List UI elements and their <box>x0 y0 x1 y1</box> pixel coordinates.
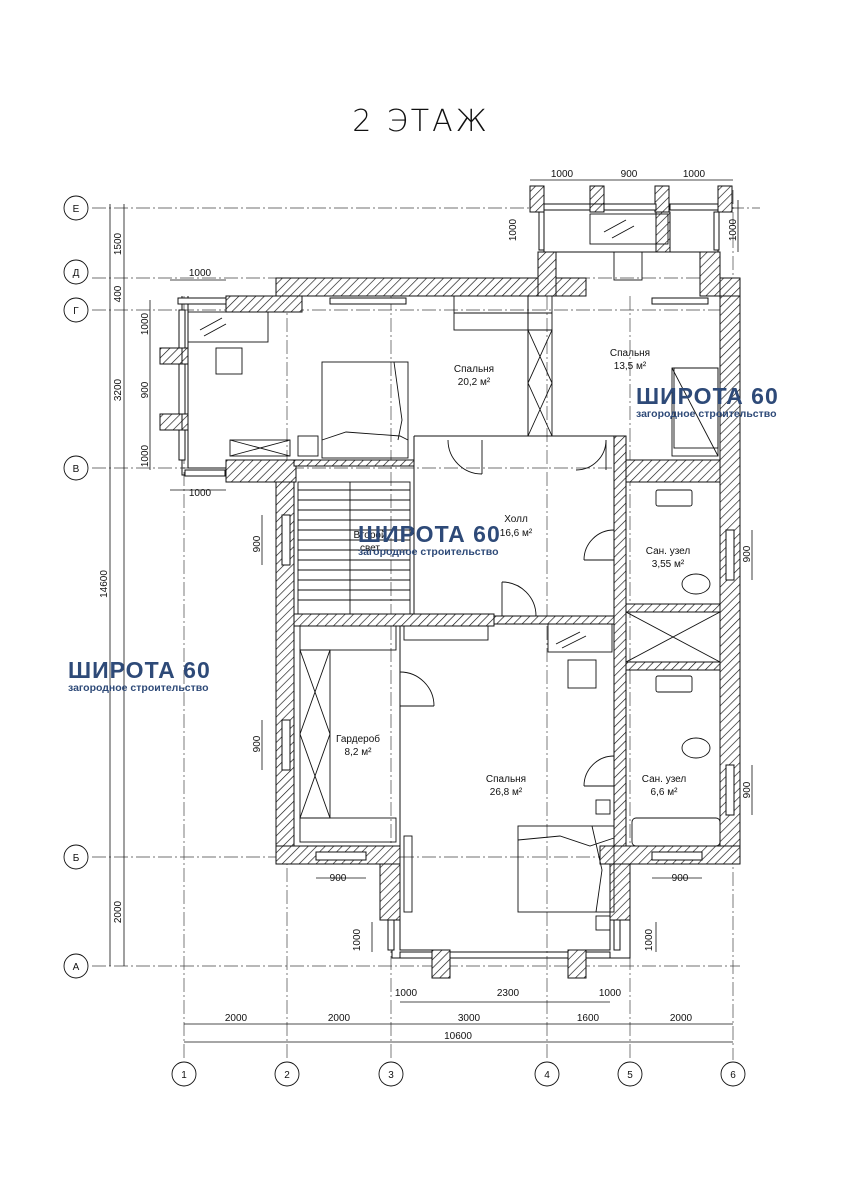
dim-bottom-2: 2000 <box>328 1013 351 1024</box>
grid-bubble-labels: Е Д Г В Б А 1 2 3 4 5 6 <box>73 204 737 1081</box>
dim-bottom-window-2: 900 <box>672 873 689 884</box>
grid-bubbles <box>63 195 746 1087</box>
room-area-bathroom-1: 3,55 м² <box>652 559 685 570</box>
room-name-bedroom-3: Спальня <box>486 774 526 785</box>
watermark-1: ШИРОТА 60 загородное строительство <box>636 384 779 420</box>
room-name-bedroom-2: Спальня <box>610 348 650 359</box>
axis-label-v-5: 5 <box>627 1070 633 1081</box>
dim-left-bay-bottom: 1000 <box>189 488 212 499</box>
page-title: 2 ЭТАЖ <box>352 104 490 139</box>
axis-label-h-5: Б <box>73 853 80 864</box>
dim-top-2: 900 <box>621 169 638 180</box>
dim-bottom-bay-v-2: 1000 <box>644 928 655 951</box>
axis-label-v-1: 1 <box>181 1070 187 1081</box>
dim-left-total: 14600 <box>99 570 110 598</box>
dim-bottom-window-1: 900 <box>330 873 347 884</box>
room-area-bedroom-2: 13,5 м² <box>614 361 647 372</box>
room-area-bedroom-1: 20,2 м² <box>458 377 491 388</box>
dim-bottom-3: 3000 <box>458 1013 481 1024</box>
axis-label-v-2: 2 <box>284 1070 290 1081</box>
axis-label-h-3: Г <box>73 306 79 317</box>
dim-left-2: 400 <box>113 285 124 302</box>
dim-stair-window: 900 <box>252 535 263 552</box>
watermark-subtitle: загородное строительство <box>636 408 777 420</box>
room-area-bedroom-3: 26,8 м² <box>490 787 523 798</box>
watermark-2: ШИРОТА 60 загородное строительство <box>358 522 501 558</box>
axis-label-h-2: Д <box>73 268 80 279</box>
room-name-bathroom-1: Сан. узел <box>646 546 691 557</box>
dim-bottom-bay-2: 2300 <box>497 988 520 999</box>
axis-label-v-4: 4 <box>544 1070 550 1081</box>
outline-lines <box>181 203 719 959</box>
doors <box>399 439 615 787</box>
dim-left-1: 1500 <box>113 232 124 255</box>
dimension-texts: 2000 2000 3000 1600 2000 10600 1500 400 … <box>99 169 753 1042</box>
dimension-lines <box>109 179 753 1043</box>
room-name-hall: Холл <box>504 514 528 525</box>
dim-bottom-1: 2000 <box>225 1013 248 1024</box>
dim-top-3: 1000 <box>683 169 706 180</box>
dim-right-window-1: 900 <box>742 545 753 562</box>
dim-bay-v-2: 900 <box>140 381 151 398</box>
dim-bottom-5: 2000 <box>670 1013 693 1024</box>
axis-label-h-6: А <box>73 962 80 973</box>
watermark-3: ШИРОТА 60 загородное строительство <box>68 658 211 694</box>
dim-top-bay-v-1: 1000 <box>508 218 519 241</box>
axis-label-h-1: Е <box>73 204 80 215</box>
watermark-subtitle: загородное строительство <box>358 546 499 558</box>
room-area-wardrobe: 8,2 м² <box>345 747 373 758</box>
watermark-title: ШИРОТА 60 <box>358 521 501 547</box>
room-area-hall: 16,6 м² <box>500 528 533 539</box>
room-area-bathroom-2: 6,6 м² <box>651 787 679 798</box>
dim-top-left: 1000 <box>189 268 212 279</box>
room-name-wardrobe: Гардероб <box>336 733 380 745</box>
axis-label-h-4: В <box>73 464 80 475</box>
axis-label-v-6: 6 <box>730 1070 736 1081</box>
dim-top-bay-v-2: 1000 <box>728 218 739 241</box>
dim-bottom-bay-v-1: 1000 <box>352 928 363 951</box>
dim-bay-v-3: 1000 <box>140 444 151 467</box>
dim-right-window-2: 900 <box>742 781 753 798</box>
windows <box>177 203 735 959</box>
dim-wardrobe-window: 900 <box>252 735 263 752</box>
axis-label-v-3: 3 <box>388 1070 394 1081</box>
dim-left-4: 2000 <box>113 900 124 923</box>
room-area-second-light: свет <box>360 543 380 554</box>
watermark-title: ШИРОТА 60 <box>68 657 211 683</box>
dim-bottom-total: 10600 <box>444 1031 472 1042</box>
room-labels: Спальня 20,2 м² Спальня 13,5 м² Холл 16,… <box>336 348 690 798</box>
room-name-second-light: Второй <box>353 530 386 541</box>
room-name-bedroom-1: Спальня <box>454 364 494 375</box>
dim-bottom-bay-3: 1000 <box>599 988 622 999</box>
dim-bottom-bay-1: 1000 <box>395 988 418 999</box>
room-name-bathroom-2: Сан. узел <box>642 774 687 785</box>
dim-bay-v-1: 1000 <box>140 312 151 335</box>
dim-top-1: 1000 <box>551 169 574 180</box>
watermark-title: ШИРОТА 60 <box>636 383 779 409</box>
dim-bottom-4: 1600 <box>577 1013 600 1024</box>
dim-left-3: 3200 <box>113 378 124 401</box>
watermark-subtitle: загородное строительство <box>68 682 209 694</box>
furniture <box>187 213 721 931</box>
